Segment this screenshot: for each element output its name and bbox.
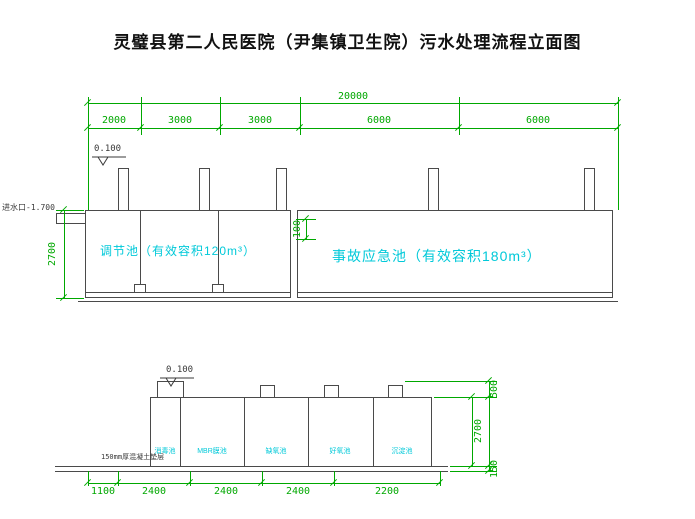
compartment-label: 沉淀池 bbox=[391, 448, 413, 455]
wall-footing bbox=[134, 284, 146, 293]
tank-divider-wall bbox=[218, 211, 219, 292]
extension-line bbox=[220, 97, 221, 135]
tank-divider-wall bbox=[244, 398, 245, 466]
extension-line bbox=[296, 239, 316, 240]
dim-value-gap: 100 bbox=[292, 219, 303, 239]
dim-value: 2400 bbox=[285, 486, 311, 497]
dim-value: 2000 bbox=[101, 115, 127, 126]
access-riser bbox=[388, 385, 403, 398]
emergency-tank-label: 事故应急池（有效容积180m³） bbox=[332, 248, 542, 264]
tank-floor-line bbox=[298, 292, 612, 293]
extension-line bbox=[88, 471, 89, 486]
dim-value: 2400 bbox=[141, 486, 167, 497]
base-slab-line bbox=[55, 471, 448, 472]
vent-pipe bbox=[428, 168, 439, 211]
extension-line bbox=[141, 97, 142, 135]
dim-value: 6000 bbox=[525, 115, 551, 126]
access-riser bbox=[157, 381, 184, 398]
extension-line bbox=[300, 97, 301, 135]
tank-divider-wall bbox=[308, 398, 309, 466]
extension-line bbox=[450, 471, 497, 472]
regulating-tank-outline bbox=[85, 210, 291, 298]
treatment-tank-outline bbox=[150, 397, 432, 467]
vent-pipe bbox=[276, 168, 287, 211]
ground-line bbox=[55, 466, 448, 467]
extension-line bbox=[56, 298, 84, 299]
compartment-label: 好氧池 bbox=[329, 448, 351, 455]
level-value: 0.100 bbox=[94, 144, 122, 154]
extension-line bbox=[56, 210, 84, 211]
extension-line bbox=[434, 397, 497, 398]
level-marker-icon bbox=[92, 155, 128, 167]
extension-line bbox=[618, 97, 619, 210]
dim-line bbox=[64, 210, 65, 298]
compartment-label: 缺氧池 bbox=[265, 448, 287, 455]
base-slab-note: 150mm厚混凝土垫层 bbox=[101, 453, 165, 461]
vent-pipe bbox=[118, 168, 129, 211]
inlet-label: 进水口-1.700 bbox=[2, 203, 55, 212]
access-riser bbox=[324, 385, 339, 398]
dim-value-slab: 150 bbox=[489, 459, 500, 479]
dim-value: 3000 bbox=[247, 115, 273, 126]
dim-line bbox=[88, 483, 440, 484]
regulating-tank-label: 调节池（有效容积120m³） bbox=[100, 244, 257, 258]
dim-line bbox=[472, 397, 473, 466]
extension-line bbox=[190, 471, 191, 486]
dim-line bbox=[88, 103, 618, 104]
extension-line bbox=[334, 471, 335, 486]
access-riser bbox=[260, 385, 275, 398]
extension-line bbox=[450, 466, 497, 467]
vent-pipe bbox=[199, 168, 210, 211]
tank-divider-wall bbox=[180, 398, 181, 466]
drawing-title: 灵璧县第二人民医院（尹集镇卫生院）污水处理流程立面图 bbox=[113, 33, 582, 52]
extension-line bbox=[118, 471, 119, 486]
compartment-label: MBR膜池 bbox=[197, 448, 227, 455]
dim-value: 2200 bbox=[374, 486, 400, 497]
dim-line bbox=[306, 219, 307, 239]
dim-value-riser: 500 bbox=[489, 379, 500, 399]
vent-pipe bbox=[584, 168, 595, 211]
extension-line bbox=[440, 471, 441, 486]
extension-line bbox=[262, 471, 263, 486]
inlet-pipe bbox=[56, 213, 86, 224]
emergency-tank-outline bbox=[297, 210, 613, 298]
dim-value: 2400 bbox=[213, 486, 239, 497]
tank-divider-wall bbox=[140, 211, 141, 292]
wall-footing bbox=[212, 284, 224, 293]
tank-floor-line bbox=[86, 292, 290, 293]
tank-divider-wall bbox=[373, 398, 374, 466]
dim-value-height: 2700 bbox=[47, 241, 58, 267]
extension-line bbox=[459, 97, 460, 135]
base-slab-line bbox=[78, 301, 618, 302]
compartment-label: 消毒池 bbox=[154, 448, 176, 455]
extension-line bbox=[88, 97, 89, 210]
dim-value: 6000 bbox=[366, 115, 392, 126]
dim-value: 1100 bbox=[90, 486, 116, 497]
extension-line bbox=[405, 381, 497, 382]
dim-line bbox=[489, 381, 490, 471]
dim-line bbox=[88, 128, 618, 129]
dim-value-height: 2700 bbox=[473, 418, 484, 444]
level-marker-icon bbox=[160, 376, 196, 388]
level-value: 0.100 bbox=[166, 365, 194, 375]
dim-value-total: 20000 bbox=[337, 91, 369, 102]
dim-value: 3000 bbox=[167, 115, 193, 126]
